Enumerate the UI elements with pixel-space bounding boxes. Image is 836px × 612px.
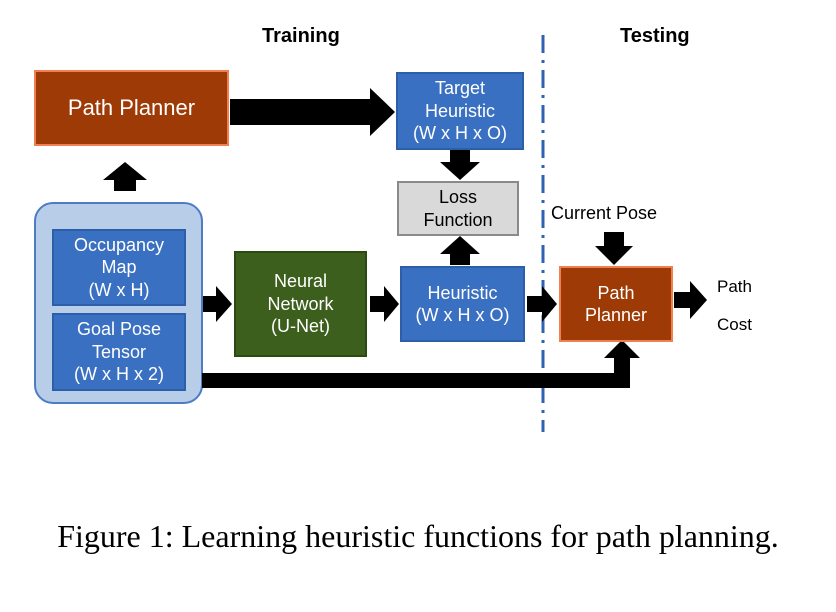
figure-caption: Figure 1: Learning heuristic functions f…	[57, 518, 779, 554]
loss-function-box: Loss Function	[397, 181, 519, 236]
arrow-pose-to-planner	[595, 232, 633, 265]
output-cost-label: Cost	[717, 315, 752, 334]
training-heading: Training	[262, 25, 340, 47]
goal-pose-tensor-box: Goal Pose Tensor (W x H x 2)	[52, 313, 186, 391]
output-path-label: Path	[717, 277, 752, 296]
arrow-goal-to-test-planner	[202, 340, 640, 388]
occupancy-map-line-3: (W x H)	[88, 279, 150, 300]
occupancy-map-line-1: Occupancy	[73, 234, 165, 255]
neural-network-box: Neural Network (U-Net)	[234, 251, 367, 357]
goal-pose-tensor-line-3: (W x H x 2)	[74, 364, 164, 385]
path-planner-testing-box: Path Planner	[559, 266, 673, 342]
occupancy-map-box: Occupancy Map (W x H)	[52, 229, 186, 306]
heuristic-line-2: (W x H x O)	[415, 305, 510, 325]
neural-network-line-2: Network	[267, 293, 334, 314]
target-heuristic-line-3: (W x H x O)	[413, 123, 507, 144]
arrow-heuristic-to-loss	[440, 236, 480, 265]
loss-function-line-2: Function	[423, 209, 493, 230]
goal-pose-tensor-line-2: Tensor	[91, 341, 147, 362]
goal-pose-tensor-line-1: Goal Pose	[76, 319, 162, 340]
target-heuristic-line-2: Heuristic	[424, 100, 495, 121]
arrow-target-to-loss	[440, 148, 480, 180]
loss-function-line-1: Loss	[438, 187, 477, 207]
arrow-inputs-to-planner	[103, 162, 147, 191]
arrow-planner-to-output	[674, 281, 707, 319]
arrow-heuristic-to-test-planner	[527, 286, 557, 322]
path-planner-training-box: Path Planner	[34, 70, 229, 146]
path-planner-testing-line-2: Planner	[584, 305, 648, 325]
neural-network-line-3: (U-Net)	[270, 316, 330, 337]
arrow-network-to-heuristic	[370, 286, 399, 322]
path-planner-training-label: Path Planner	[67, 95, 196, 121]
current-pose-label: Current Pose	[551, 203, 658, 223]
path-planner-testing-line-1: Path	[597, 282, 635, 303]
heuristic-line-1: Heuristic	[427, 282, 498, 303]
testing-heading: Testing	[620, 25, 690, 47]
neural-network-line-1: Neural	[273, 271, 327, 292]
occupancy-map-line-2: Map	[101, 257, 137, 278]
target-heuristic-line-1: Target	[434, 78, 485, 99]
arrow-inputs-to-network	[203, 286, 232, 322]
target-heuristic-box: Target Heuristic (W x H x O)	[396, 72, 524, 150]
heuristic-box: Heuristic (W x H x O)	[400, 266, 525, 342]
arrow-planner-to-target	[230, 88, 395, 136]
